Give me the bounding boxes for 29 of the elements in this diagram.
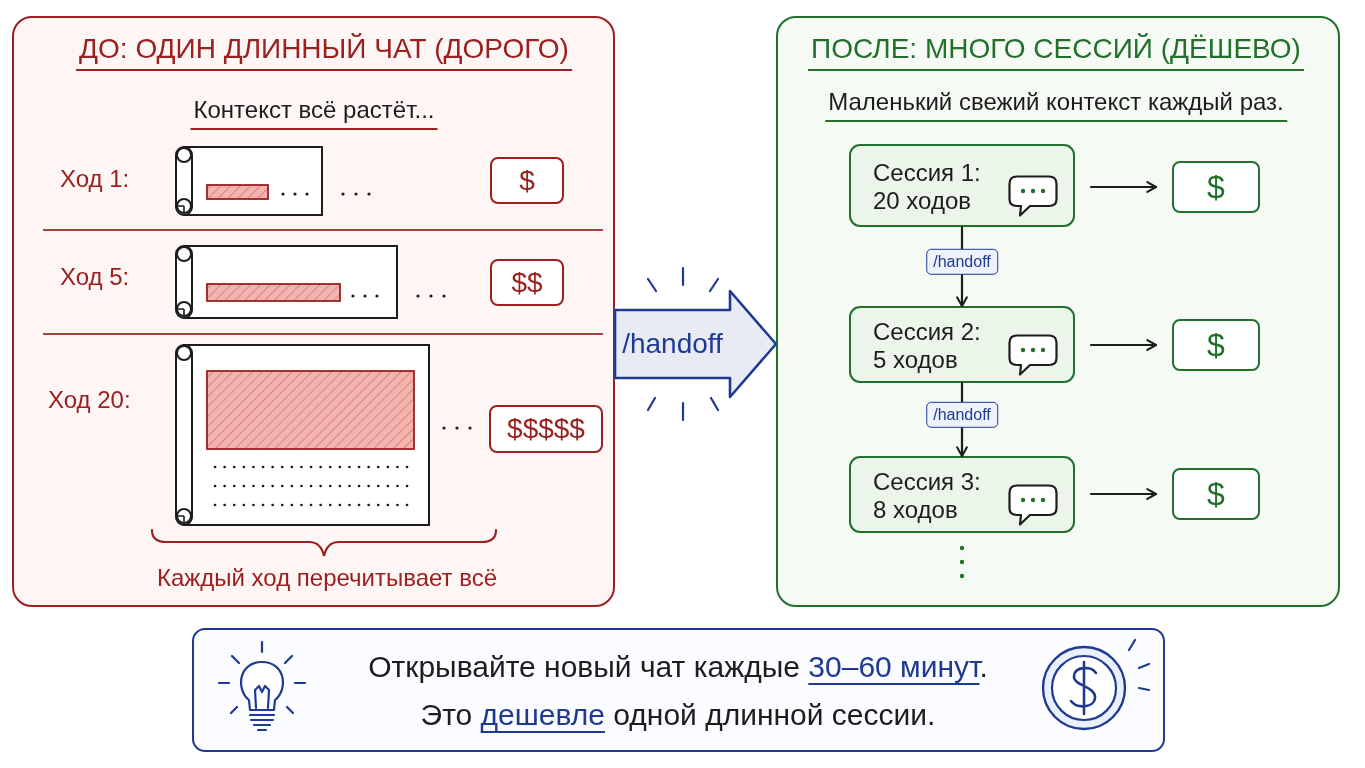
session-card: [849, 306, 1075, 383]
cost-tag: $: [490, 157, 564, 204]
cost-tag: $$: [490, 259, 564, 306]
edge-label: /handoff: [926, 248, 998, 275]
session-label: Сессия 2: 5 ходов: [873, 317, 982, 376]
arrow: [1089, 488, 1158, 500]
cost-tag: $: [1172, 319, 1260, 371]
panel-heading: ПОСЛЕ: МНОГО СЕССИЙ (ДЁШЕВО): [808, 32, 1304, 71]
session-label: Сессия 1: 20 ходов: [873, 158, 982, 217]
panel-subtitle: Контекст всё растёт...: [190, 96, 438, 130]
comparison-panel: [776, 16, 1340, 607]
tip-text: Открывайте новый чат каждые 30–60 минут.: [368, 649, 988, 685]
tip-text: Это дешевле одной длинной сессии.: [420, 697, 936, 733]
cost-tag: $: [1172, 468, 1260, 520]
row-label: Ход 5:: [60, 263, 130, 292]
brace-caption: Каждый ход перечитывает всё: [156, 564, 498, 593]
arrow: [1089, 339, 1158, 351]
session-card: [849, 144, 1075, 227]
session-label: Сессия 3: 8 ходов: [873, 467, 982, 526]
arrow: [1089, 181, 1158, 193]
row-label: Ход 20:: [48, 386, 131, 415]
edge-label: /handoff: [926, 401, 998, 428]
session-card: [849, 456, 1075, 533]
panel-heading: ДО: ОДИН ДЛИННЫЙ ЧАТ (ДОРОГО): [76, 32, 572, 71]
row-label: Ход 1:: [60, 165, 130, 194]
cost-tag: $$$$$: [489, 405, 603, 453]
tip-banner: [192, 628, 1165, 752]
cost-tag: $: [1172, 161, 1260, 213]
panel-subtitle: Маленький свежий контекст каждый раз.: [825, 88, 1287, 122]
